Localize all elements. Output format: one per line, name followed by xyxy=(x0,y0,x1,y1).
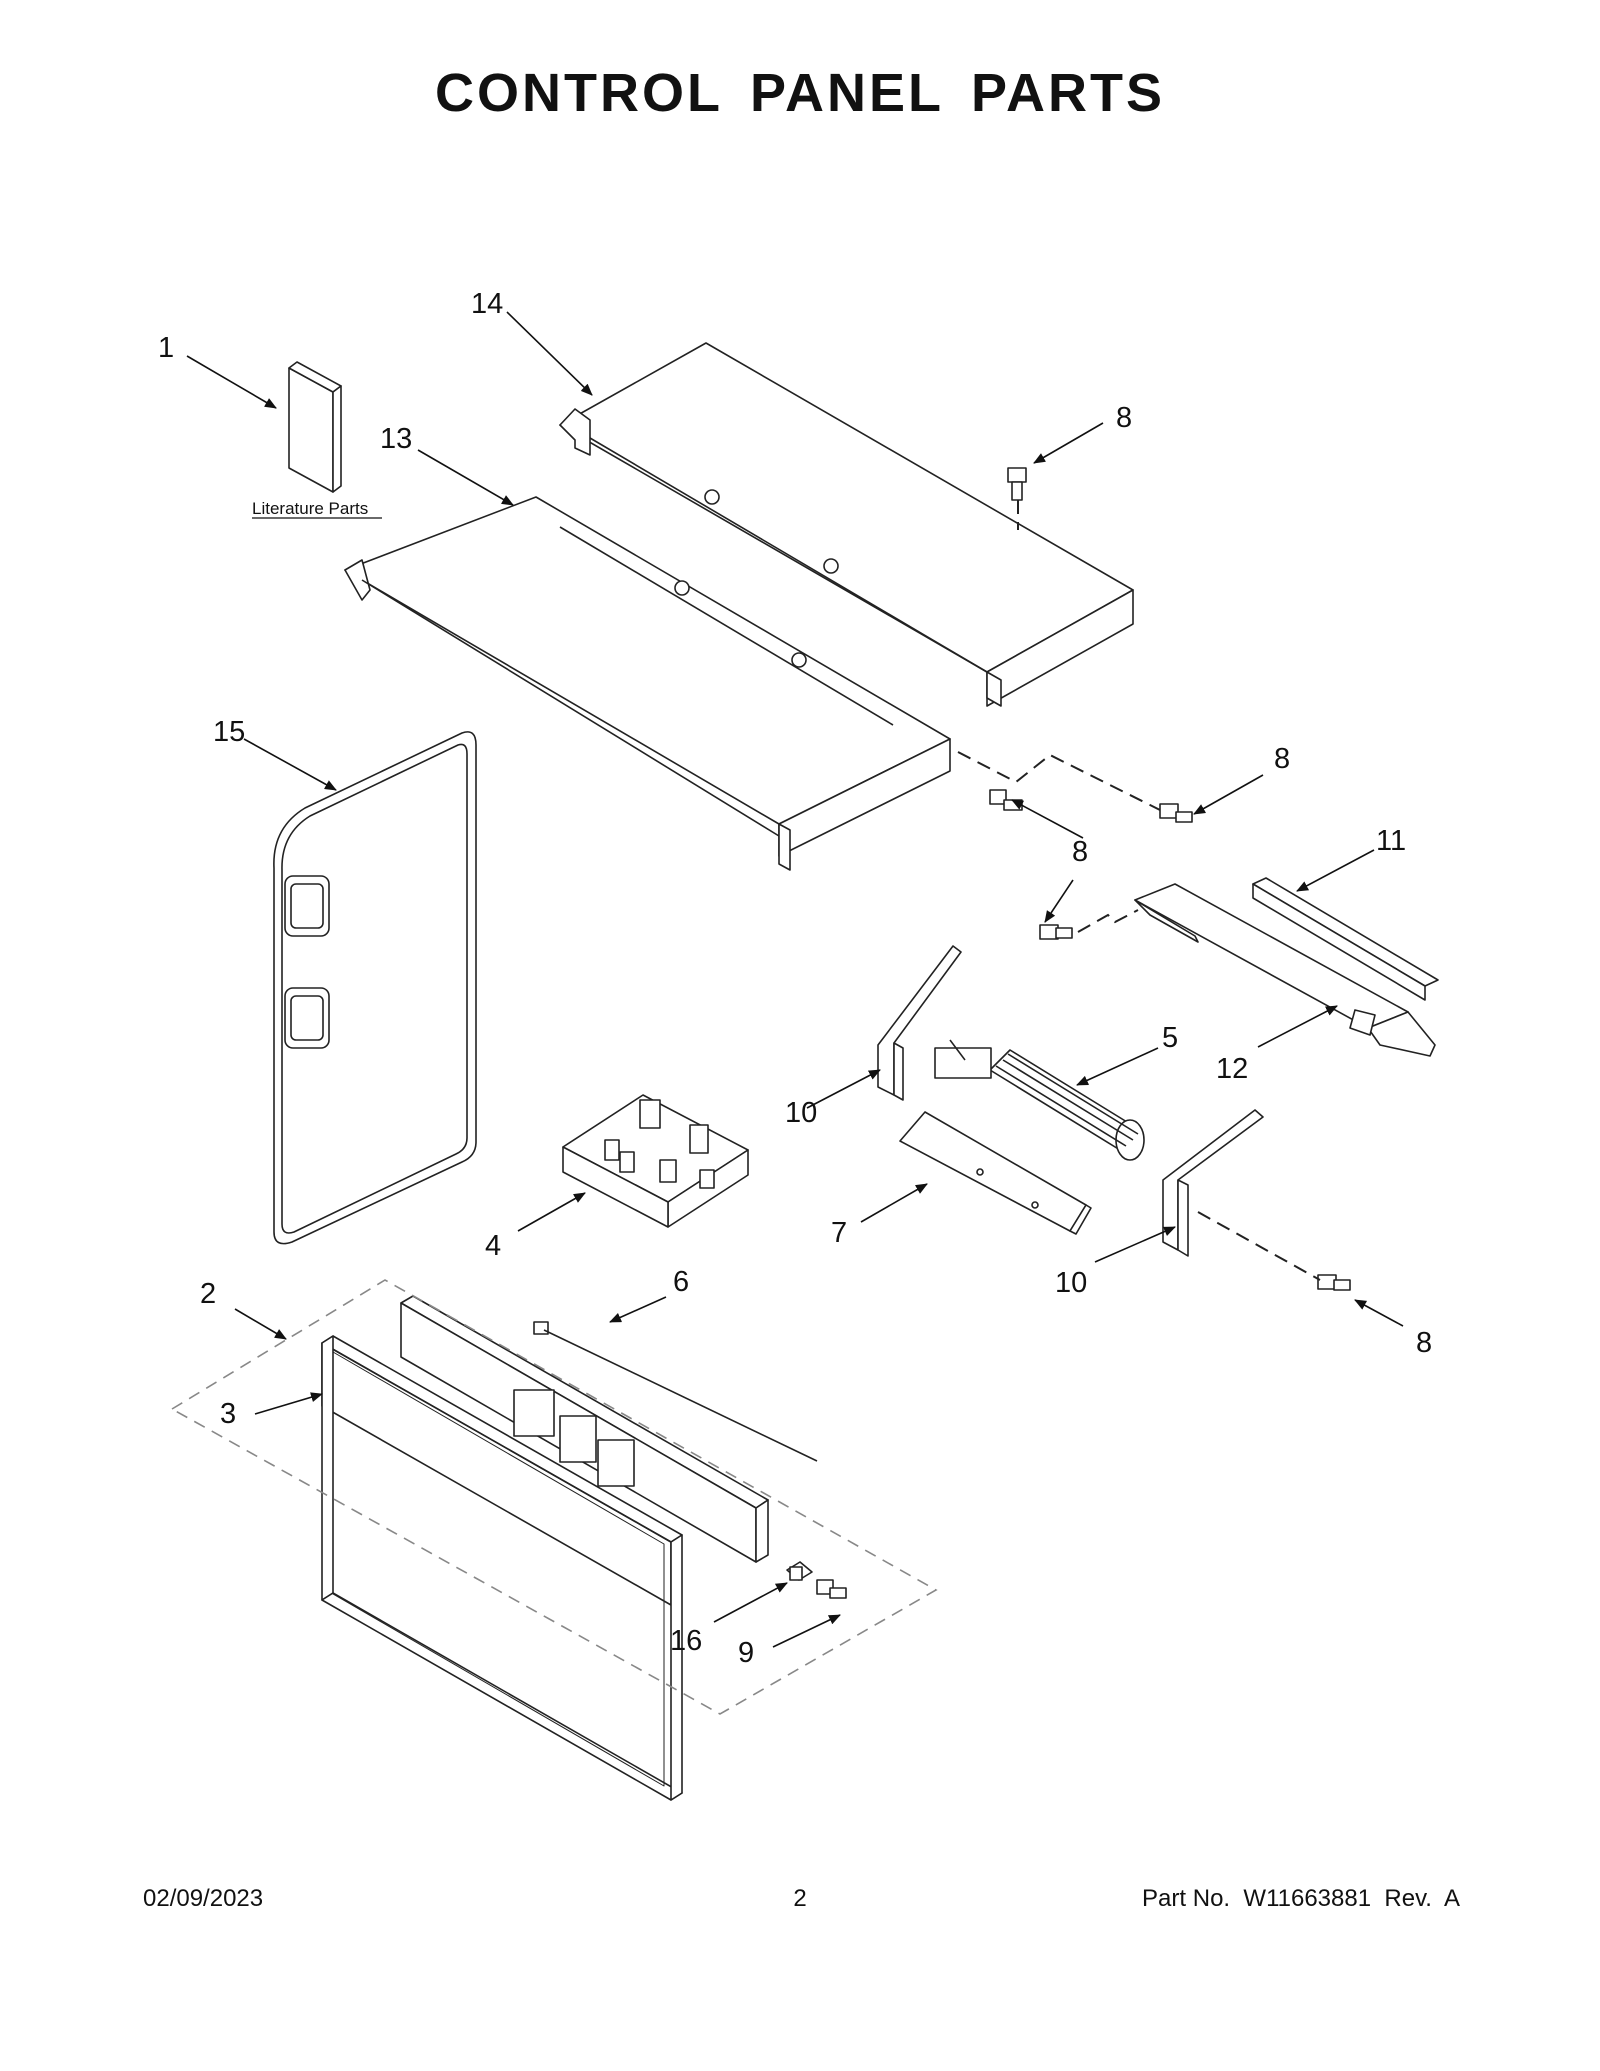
screw-part-8-right xyxy=(1159,803,1193,823)
leader-arrow-8b xyxy=(1193,774,1264,815)
callout-8: 8 xyxy=(1416,1327,1432,1359)
literature-booklet-part xyxy=(288,361,342,493)
leader-arrow-8c xyxy=(1011,799,1084,839)
callout-11: 11 xyxy=(1376,825,1406,857)
leader-arrow-14 xyxy=(506,311,593,396)
screw-part-8-top xyxy=(1007,467,1027,501)
mounting-plate-part xyxy=(344,496,951,871)
control-board-part xyxy=(562,1094,749,1228)
callout-14: 14 xyxy=(471,288,503,320)
leader-arrow-7 xyxy=(860,1183,928,1223)
screw-part-8-lower xyxy=(1039,924,1073,940)
callout-10: 10 xyxy=(1055,1267,1087,1299)
callout-5: 5 xyxy=(1162,1022,1178,1054)
leader-arrow-10b xyxy=(1094,1226,1176,1263)
leader-arrow-15 xyxy=(243,738,337,791)
callout-15: 15 xyxy=(213,716,245,748)
screw-part-9 xyxy=(816,1579,847,1599)
footer-date: 02/09/2023 xyxy=(143,1885,264,1912)
callout-7: 7 xyxy=(831,1217,847,1249)
leader-arrow-5 xyxy=(1076,1047,1159,1086)
screw-path-line-2 xyxy=(1197,1211,1321,1281)
leader-arrow-8d xyxy=(1044,879,1074,923)
screw-part-8-mid xyxy=(989,789,1023,811)
callout-8: 8 xyxy=(1274,743,1290,775)
leader-arrow-4 xyxy=(517,1192,586,1232)
fan-bracket-right-part xyxy=(1162,1109,1264,1257)
callout-12: 12 xyxy=(1216,1053,1248,1085)
upper-cover-part xyxy=(559,342,1134,707)
callout-8: 8 xyxy=(1072,836,1088,868)
console-panel-part xyxy=(400,1295,769,1563)
callout-9: 9 xyxy=(738,1637,754,1669)
leader-arrow-8e xyxy=(1354,1299,1404,1327)
callout-4: 4 xyxy=(485,1230,501,1262)
screw-path-line-4 xyxy=(1077,909,1139,933)
seal-strip-part xyxy=(1252,877,1439,1001)
page-title: CONTROL PANEL PARTS xyxy=(434,63,1166,123)
leader-arrow-13 xyxy=(417,449,514,506)
leader-arrow-16 xyxy=(713,1582,788,1623)
leader-arrow-3 xyxy=(254,1392,323,1415)
footer-part-number: Part No. W11663881 Rev. A xyxy=(1142,1885,1460,1912)
leader-arrow-11 xyxy=(1296,849,1375,892)
callout-6: 6 xyxy=(673,1266,689,1298)
wire-harness-part xyxy=(533,1321,818,1462)
screw-part-8-bottom xyxy=(1317,1274,1351,1291)
rail-bracket-part xyxy=(1134,883,1436,1057)
footer-page-number: 2 xyxy=(793,1885,807,1912)
leader-arrow-6 xyxy=(609,1296,667,1323)
air-deflector-part xyxy=(899,1111,1092,1235)
callout-2: 2 xyxy=(200,1278,216,1310)
leader-arrow-9 xyxy=(772,1614,841,1648)
leader-arrow-12 xyxy=(1257,1005,1338,1048)
callout-3: 3 xyxy=(220,1398,236,1430)
console-frame-part xyxy=(321,1335,683,1801)
callout-8: 8 xyxy=(1116,402,1132,434)
leader-arrow-8a xyxy=(1033,422,1104,464)
callout-16: 16 xyxy=(670,1625,702,1657)
literature-parts-label: Literature Parts xyxy=(252,499,368,518)
leader-arrow-2 xyxy=(234,1308,287,1340)
callout-10: 10 xyxy=(785,1097,817,1129)
back-panel-part xyxy=(273,731,477,1245)
screw-path-line-1 xyxy=(957,751,1161,811)
callout-1: 1 xyxy=(158,332,174,364)
callout-13: 13 xyxy=(380,423,412,455)
fan-bracket-left-part xyxy=(877,945,962,1101)
spacer-part xyxy=(786,1561,813,1581)
leader-arrow-1 xyxy=(186,355,277,409)
cooling-fan-part xyxy=(934,1039,1145,1161)
assembly-group-outline xyxy=(170,1279,938,1715)
leader-arrow-10a xyxy=(806,1069,881,1109)
